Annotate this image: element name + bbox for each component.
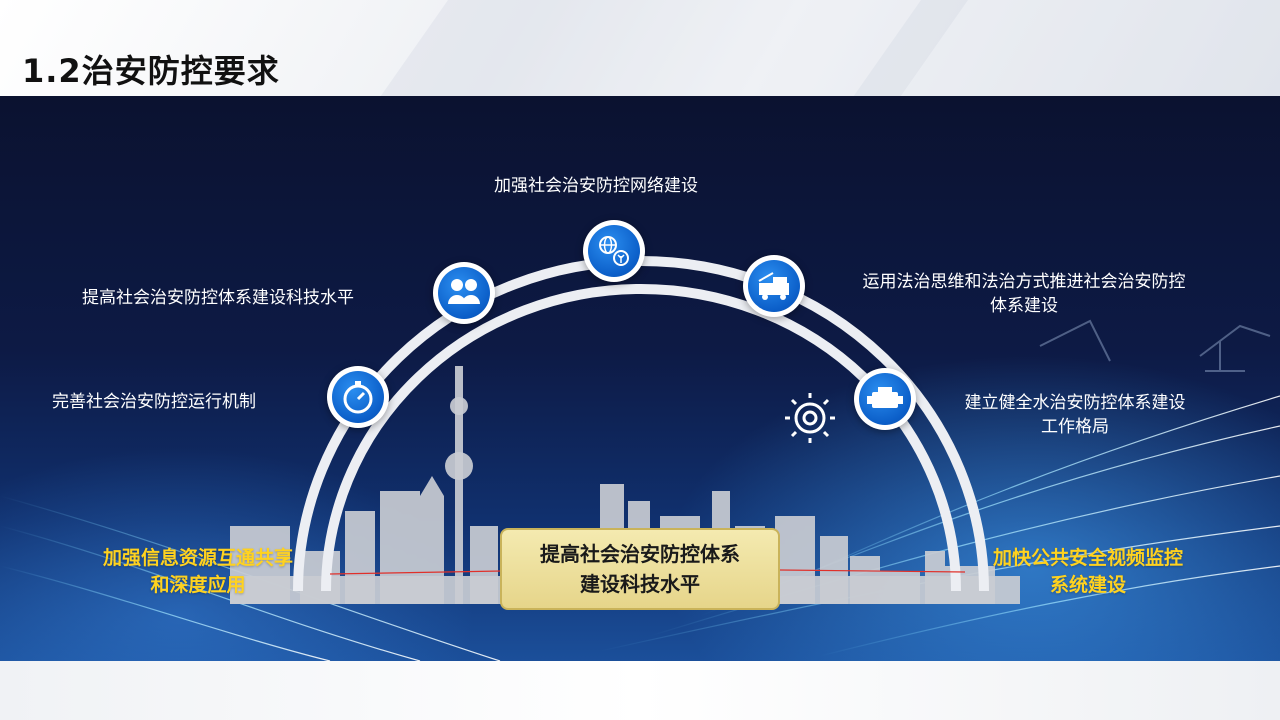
- base-right-label: 加快公共安全视频监控 系统建设: [958, 545, 1218, 599]
- node-operation[interactable]: [327, 366, 389, 428]
- label-tech: 提高社会治安防控体系建设科技水平: [82, 288, 354, 308]
- fire-truck-icon: [758, 272, 789, 300]
- label-network: 加强社会治安防控网络建设: [494, 176, 698, 196]
- globe-plant-icon: [599, 236, 629, 266]
- page-title: 1.2治安防控要求: [22, 52, 280, 90]
- label-rule-of-law-line2: 体系建设: [990, 296, 1058, 316]
- label-water-line1: 建立健全水治安防控体系建设: [964, 393, 1186, 413]
- node-tech[interactable]: [433, 262, 495, 324]
- label-water-line2: 工作格局: [1041, 417, 1109, 437]
- center-goal-line1: 提高社会治安防控体系: [540, 542, 740, 566]
- label-rule-of-law: 运用法治思维和法治方式推进社会治安防控 体系建设: [818, 270, 1230, 318]
- base-left-line1: 加强信息资源互通共享: [102, 547, 293, 569]
- node-water[interactable]: [854, 368, 916, 430]
- center-goal-box: 提高社会治安防控体系 建设科技水平: [500, 528, 780, 610]
- oil-pump-silhouette: [1039, 319, 1271, 372]
- center-goal-line2: 建设科技水平: [580, 572, 700, 596]
- hero-banner: [0, 96, 1280, 661]
- stopwatch-icon: [343, 381, 373, 414]
- base-right-line1: 加快公共安全视频监控: [992, 547, 1183, 569]
- label-operation: 完善社会治安防控运行机制: [52, 392, 256, 412]
- gear-icon: [785, 393, 835, 443]
- base-right-line2: 系统建设: [1049, 574, 1126, 596]
- base-left-label: 加强信息资源互通共享 和深度应用: [68, 545, 328, 599]
- node-rule-of-law[interactable]: [743, 255, 805, 317]
- label-water: 建立健全水治安防控体系建设 工作格局: [934, 391, 1216, 439]
- people-icon: [448, 279, 480, 304]
- top-background: [0, 0, 1280, 110]
- base-left-line2: 和深度应用: [150, 574, 246, 596]
- bottom-background: [0, 661, 1280, 720]
- node-network[interactable]: [583, 220, 645, 282]
- engine-icon: [867, 387, 903, 408]
- label-rule-of-law-line1: 运用法治思维和法治方式推进社会治安防控: [862, 272, 1186, 292]
- base-connector: [329, 569, 966, 575]
